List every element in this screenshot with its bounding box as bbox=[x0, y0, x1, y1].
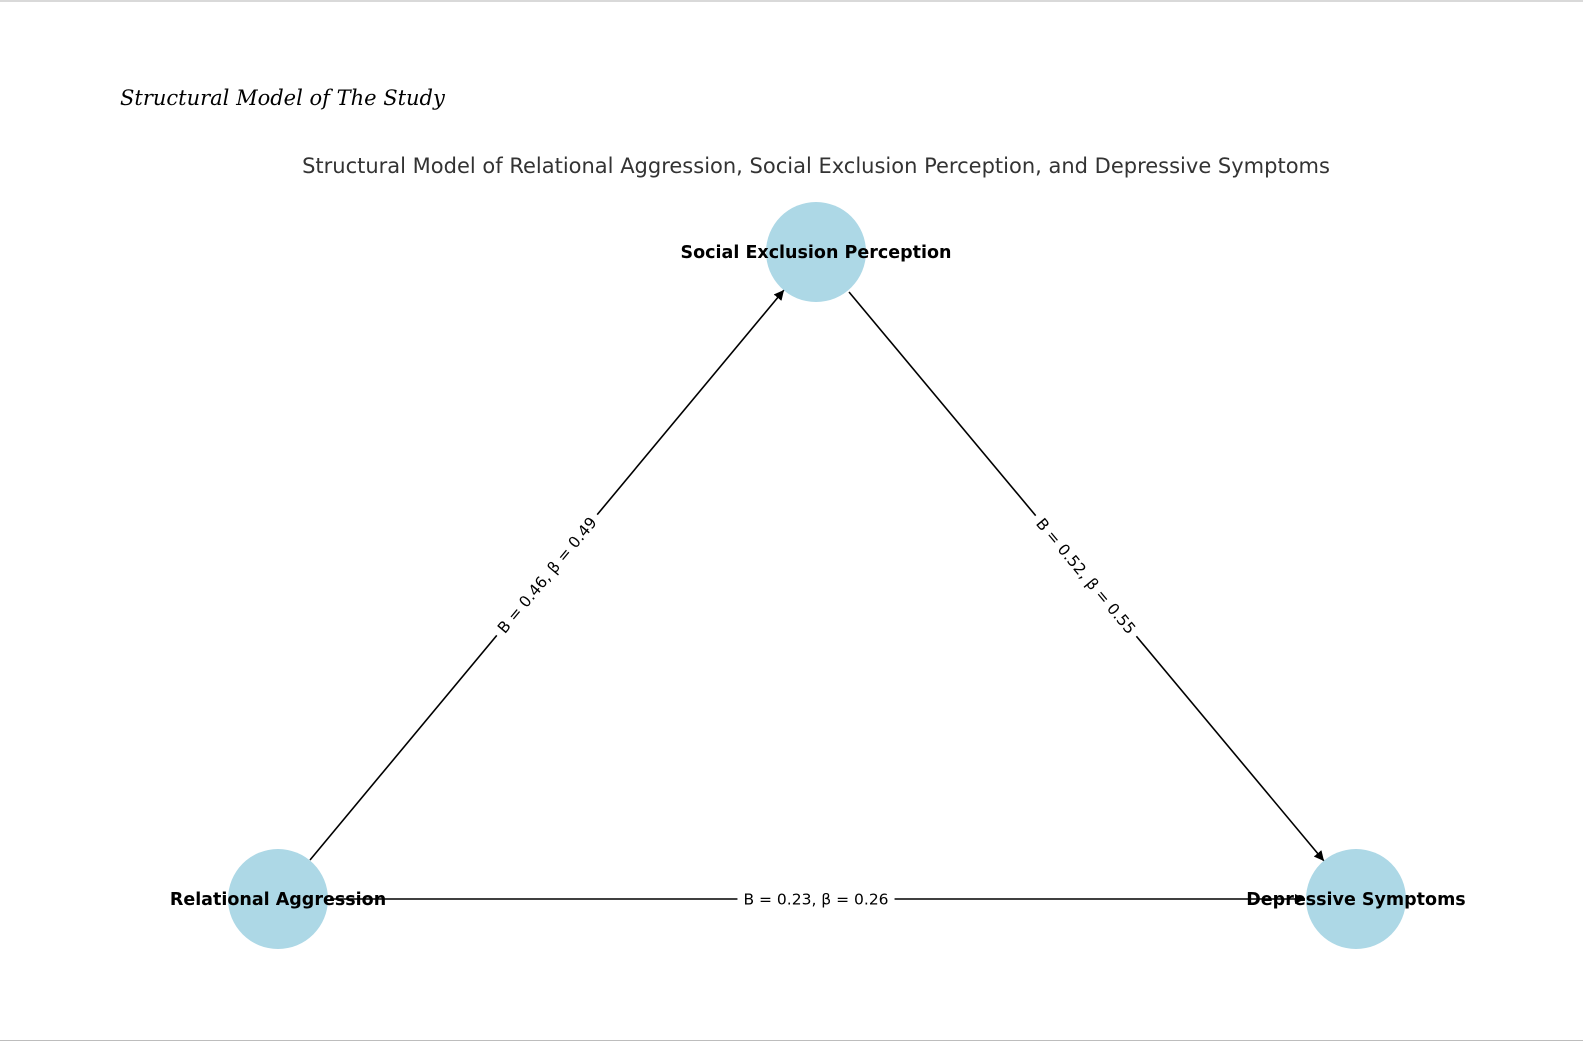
document-caption: Structural Model of The Study bbox=[120, 86, 445, 110]
node-depressive-symptoms bbox=[1306, 849, 1406, 949]
edge-label-ra-to-ds: B = 0.23, β = 0.26 bbox=[743, 891, 888, 909]
edge-label-ra-to-sep: B = 0.46, β = 0.49 bbox=[494, 514, 601, 637]
node-relational-aggression bbox=[228, 849, 328, 949]
edge-label-bg-sep-to-ds bbox=[1027, 508, 1145, 644]
node-label-social-exclusion-perception: Social Exclusion Perception bbox=[681, 243, 952, 263]
edge-labels-layer: B = 0.46, β = 0.49 B = 0.52, β = 0.55 B … bbox=[488, 507, 1145, 910]
edges-layer bbox=[309, 289, 1325, 904]
edge-label-group-ra-to-ds: B = 0.23, β = 0.26 bbox=[737, 888, 895, 910]
diagram-title: Structural Model of Relational Aggressio… bbox=[302, 154, 1330, 178]
node-label-relational-aggression: Relational Aggression bbox=[170, 890, 386, 910]
node-social-exclusion-perception bbox=[766, 202, 866, 302]
bottom-divider bbox=[0, 1040, 1583, 1041]
edge-label-sep-to-ds: B = 0.52, β = 0.55 bbox=[1032, 515, 1139, 638]
edge-label-group-sep-to-ds: B = 0.52, β = 0.55 bbox=[1027, 508, 1145, 644]
edge-label-bg-ra-to-ds bbox=[737, 888, 895, 910]
node-labels-layer: Relational Aggression Social Exclusion P… bbox=[170, 243, 1466, 910]
nodes-layer bbox=[228, 202, 1406, 949]
edge-label-group-ra-to-sep: B = 0.46, β = 0.49 bbox=[488, 507, 606, 643]
edge-label-bg-ra-to-sep bbox=[488, 507, 606, 643]
top-divider bbox=[0, 0, 1583, 2]
node-label-depressive-symptoms: Depressive Symptoms bbox=[1246, 890, 1465, 910]
